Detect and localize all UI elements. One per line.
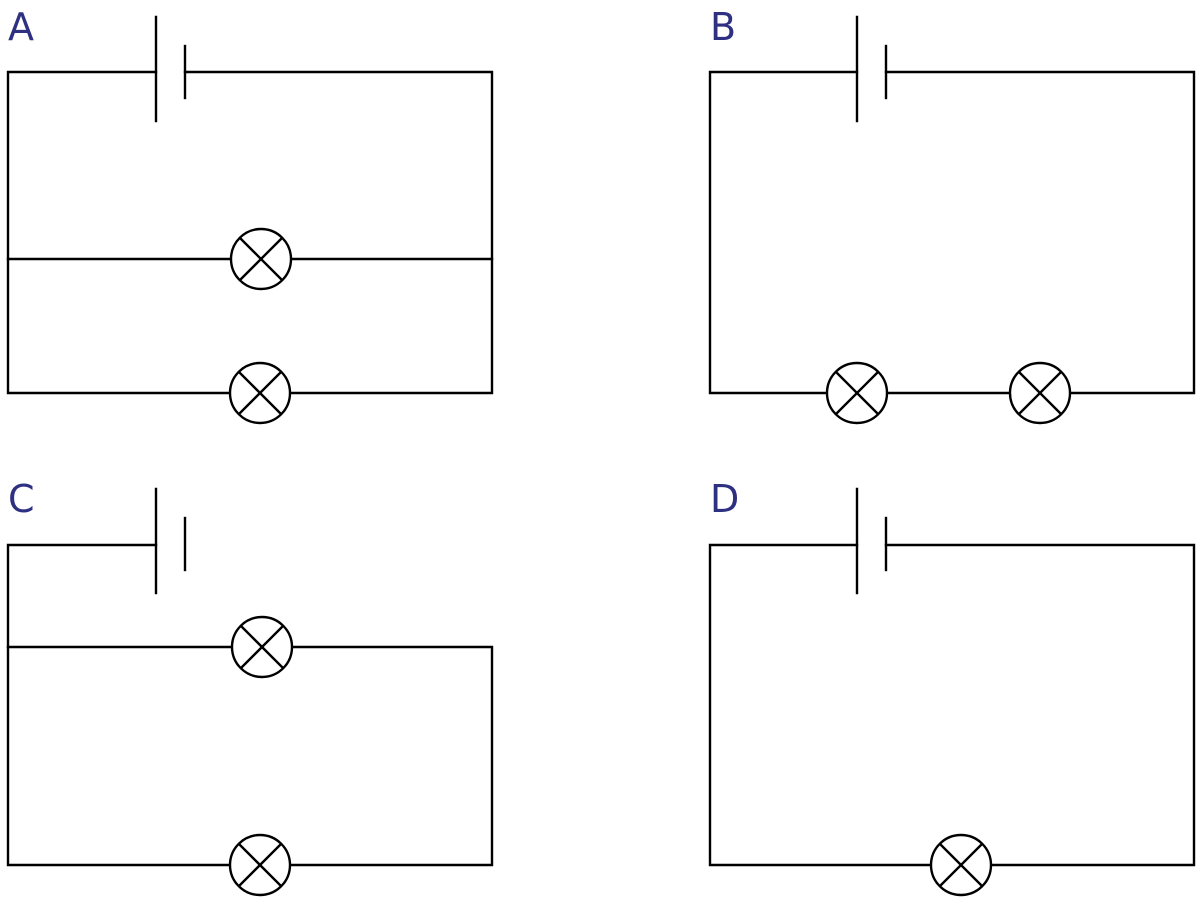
lamp-icon	[230, 615, 294, 679]
circuit-label-b: B	[710, 5, 736, 49]
circuit-b-wires	[708, 70, 1196, 395]
circuit-c-wires	[6, 543, 494, 867]
lamp-icon	[825, 361, 889, 425]
circuit-label-d: D	[710, 477, 739, 521]
circuit-a-wires	[6, 70, 494, 395]
circuit-c: C	[6, 477, 494, 897]
lamp-icon	[229, 227, 293, 291]
lamp-icon	[228, 833, 292, 897]
battery-cell-icon	[855, 15, 888, 123]
lamp-icon	[1008, 361, 1072, 425]
battery-cell-icon	[855, 487, 888, 595]
lamp-icon	[228, 361, 292, 425]
circuit-b: B	[708, 5, 1196, 425]
lamp-icon	[929, 833, 993, 897]
battery-cell-icon	[154, 15, 187, 123]
circuit-d: D	[708, 477, 1196, 897]
circuit-label-c: C	[8, 477, 35, 521]
circuit-d-wires	[708, 543, 1196, 867]
battery-cell-icon	[154, 487, 187, 595]
circuit-label-a: A	[8, 5, 34, 49]
circuit-a: A	[6, 5, 494, 425]
